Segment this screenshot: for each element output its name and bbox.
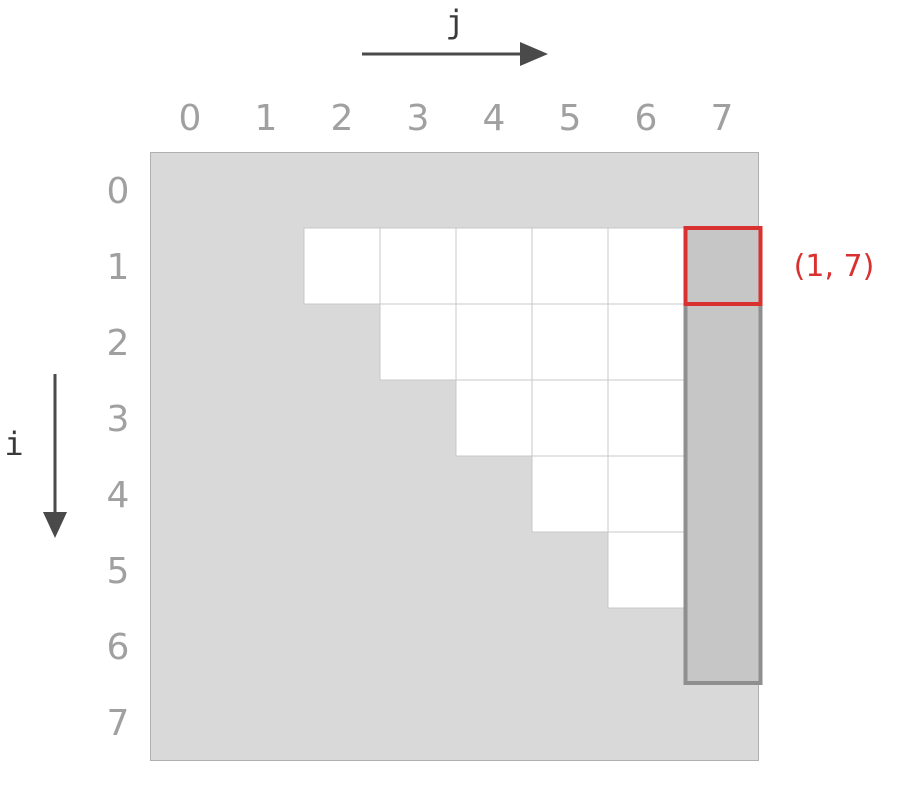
matrix-cell-3-6 [607, 379, 685, 457]
matrix-cell-1-4 [455, 227, 533, 305]
j-axis-arrow [362, 42, 548, 66]
matrix-cell-2-3 [379, 303, 457, 381]
column-label-6: 6 [635, 98, 658, 139]
column-label-7: 7 [711, 98, 734, 139]
column-labels: 0 1 2 3 4 5 6 7 [179, 98, 734, 139]
upper-triangle-cells [303, 227, 685, 609]
matrix-cell-1-5 [531, 227, 609, 305]
highlight-cell-label: (1, 7) [794, 249, 875, 284]
matrix-cell-1-3 [379, 227, 457, 305]
i-axis-arrow [43, 374, 67, 538]
matrix-cell-4-5 [531, 455, 609, 533]
matrix-cell-2-4 [455, 303, 533, 381]
column-label-4: 4 [483, 98, 506, 139]
row-label-1: 1 [107, 247, 130, 288]
column-label-2: 2 [331, 98, 354, 139]
matrix-cell-2-5 [531, 303, 609, 381]
column-label-3: 3 [407, 98, 430, 139]
row-label-0: 0 [107, 171, 130, 212]
column-label-0: 0 [179, 98, 202, 139]
matrix-cell-1-2 [303, 227, 381, 305]
highlighted-cell [683, 226, 763, 306]
row-label-5: 5 [107, 551, 130, 592]
i-axis-label: i [4, 425, 23, 463]
matrix-cell-1-6 [607, 227, 685, 305]
row-label-6: 6 [107, 627, 130, 668]
row-label-4: 4 [107, 475, 130, 516]
row-label-2: 2 [107, 323, 130, 364]
row-label-3: 3 [107, 399, 130, 440]
column-label-1: 1 [255, 98, 278, 139]
matrix-cell-4-6 [607, 455, 685, 533]
row-label-7: 7 [107, 703, 130, 744]
column-label-5: 5 [559, 98, 582, 139]
matrix-cell-3-5 [531, 379, 609, 457]
matrix-cell-5-6 [607, 531, 685, 609]
matrix-cell-2-6 [607, 303, 685, 381]
matrix-cell-3-4 [455, 379, 533, 457]
j-axis-label: j [445, 3, 464, 41]
row-labels: 0 1 2 3 4 5 6 7 [107, 171, 130, 744]
highlight-cell-rect [683, 226, 763, 306]
